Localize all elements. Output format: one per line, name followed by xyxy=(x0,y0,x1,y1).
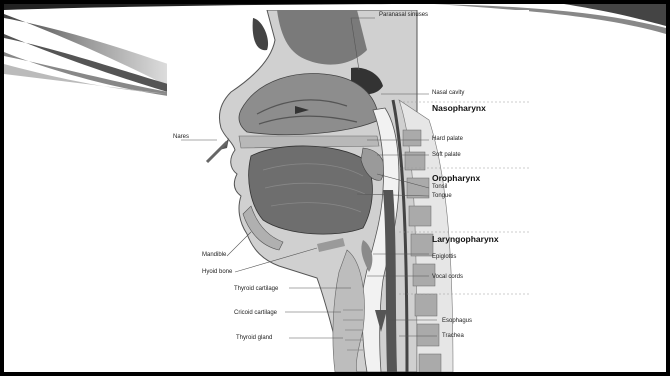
label-cricoid-cartilage: Cricoid cartilage xyxy=(234,310,277,317)
label-thyroid-gland: Thyroid gland xyxy=(236,335,272,342)
label-epiglottis: Epiglottis xyxy=(432,254,456,261)
slide: Paranasal sinuses Nasal cavity Nasophary… xyxy=(4,4,666,372)
label-tongue: Tongue xyxy=(432,193,452,200)
label-trachea: Trachea xyxy=(442,333,464,340)
label-soft-palate: Soft palate xyxy=(432,152,461,159)
region-nasopharynx: Nasopharynx xyxy=(432,103,486,113)
label-hyoid-bone: Hyoid bone xyxy=(202,269,232,276)
pharynx-cross-section xyxy=(167,10,529,372)
label-esophagus: Esophagus xyxy=(442,318,472,325)
label-paranasal-sinuses: Paranasal sinuses xyxy=(379,12,428,19)
label-nares: Nares xyxy=(173,134,189,141)
label-vocal-cords: Vocal cords xyxy=(432,274,463,281)
region-laryngopharynx: Laryngopharynx xyxy=(432,234,499,244)
label-thyroid-cartilage: Thyroid cartilage xyxy=(234,286,278,293)
label-hard-palate: Hard palate xyxy=(432,136,463,143)
label-nasal-cavity: Nasal cavity xyxy=(432,90,464,97)
label-tonsil: Tonsil xyxy=(432,184,447,191)
region-oropharynx: Oropharynx xyxy=(432,173,480,183)
label-mandible: Mandible xyxy=(202,252,226,259)
